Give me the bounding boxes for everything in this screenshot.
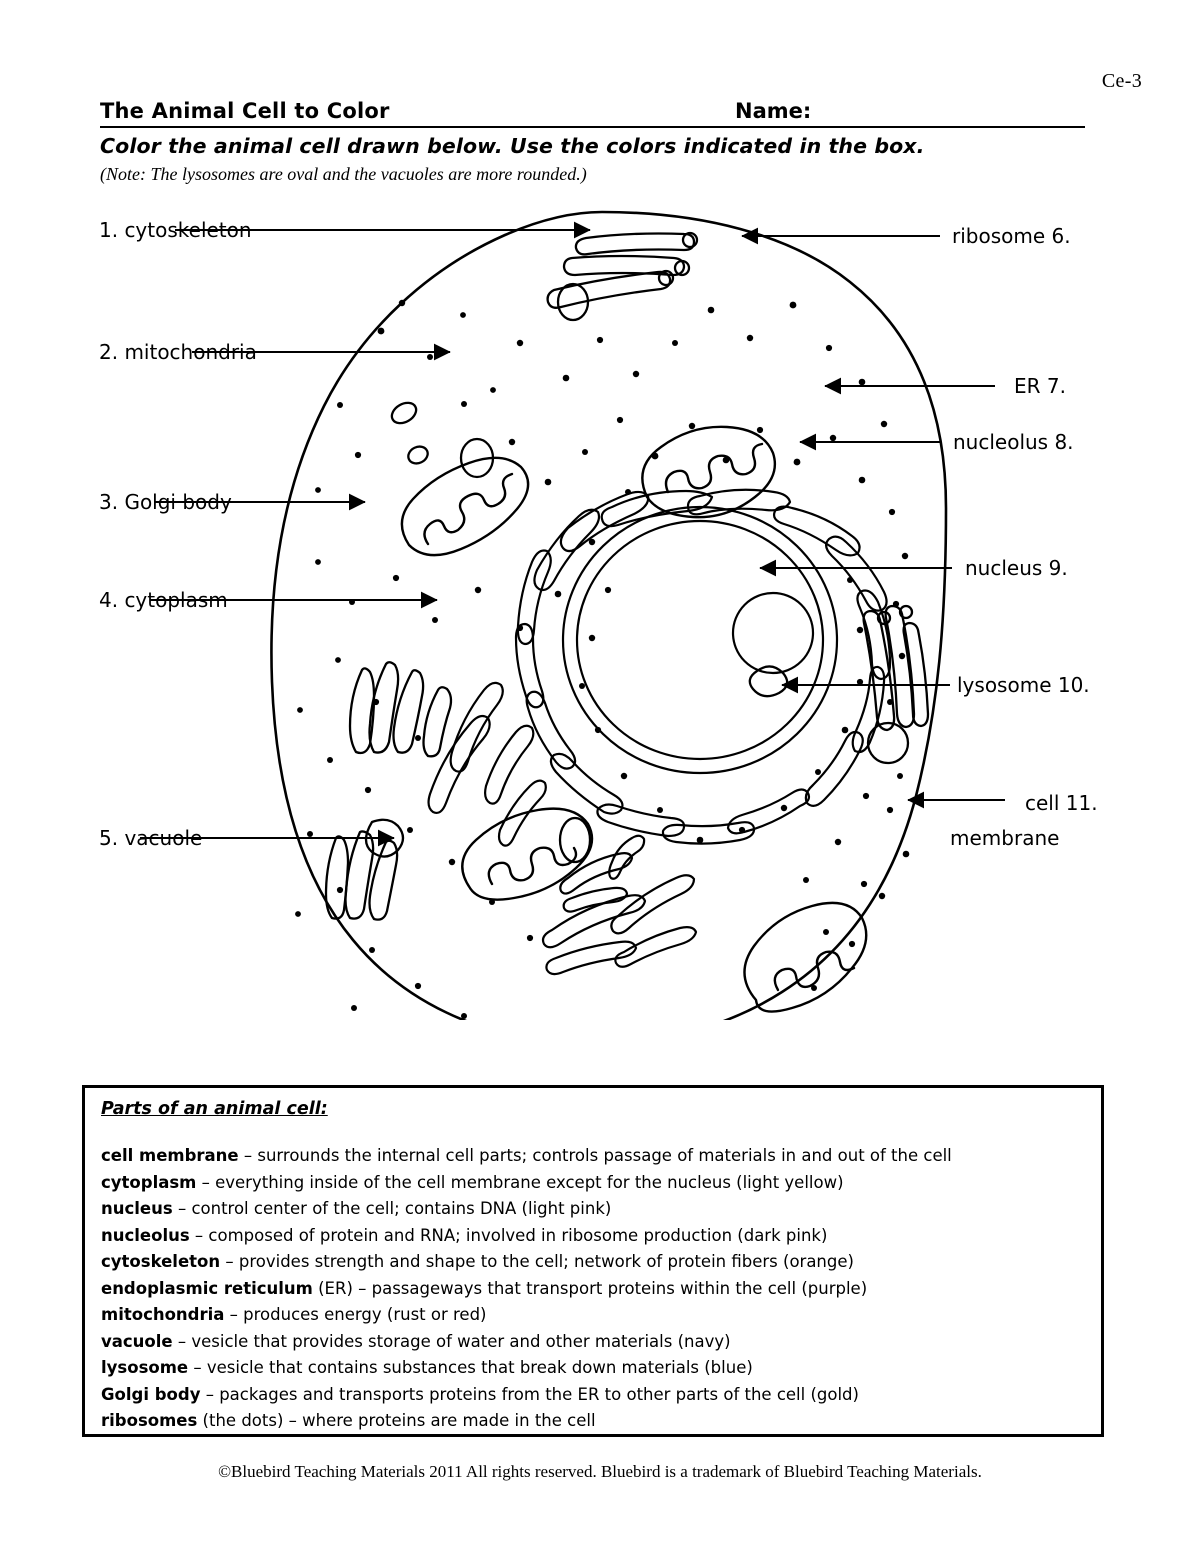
nucleus-envelope-outer [561,505,839,775]
vacuole [556,282,590,322]
legend-term: vacuole [101,1331,173,1351]
legend-term: nucleus [101,1199,173,1218]
legend-description: – vesicle that provides storage of water… [172,1331,731,1351]
page-code: Ce-3 [1101,70,1142,92]
parts-legend-box: Parts of an animal cell: cell membrane –… [82,1085,1104,1437]
label-nucleus: nucleus 9. [965,556,1068,580]
golgi-body [324,830,399,921]
label-cell-membrane-line2: membrane [950,826,1059,850]
cytoskeleton-fiber [862,604,930,732]
lysosome [390,401,418,425]
endoplasmic-reticulum [427,488,892,976]
cytoskeleton-fiber [546,231,699,309]
label-mitochondria: 2. mitochondria [99,340,257,364]
legend-entry: cell membrane – surrounds the internal c… [101,1143,1091,1170]
legend-entry: nucleolus – composed of protein and RNA;… [101,1223,1091,1250]
vacuole [558,816,592,864]
mitochondrion [743,901,868,1013]
ribosome-group [295,299,910,1019]
legend-entry: cytoskeleton – provides strength and sha… [101,1249,1091,1276]
vacuole-group [364,282,910,864]
legend-entry: vacuole – vesicle that provides storage … [101,1329,1091,1356]
name-write-in-rule [100,126,1085,128]
legend-entry: cytoplasm – everything inside of the cel… [101,1170,1091,1197]
legend-description: – composed of protein and RNA; involved … [189,1225,828,1245]
legend-entry: Golgi body – packages and transports pro… [101,1382,1091,1409]
legend-term: lysosome [101,1358,189,1377]
page-title: The Animal Cell to Color [100,99,390,123]
mitochondrion [461,807,594,901]
legend-description: (ER) – passageways that transport protei… [312,1278,868,1298]
mitochondrion [641,425,777,519]
nucleolus-shape [731,591,815,675]
legend-term: cell membrane [101,1146,239,1165]
legend-description: – control center of the cell; contains D… [172,1199,612,1218]
golgi-group [324,661,453,921]
vacuole [866,721,910,765]
legend-description: – surrounds the internal cell parts; con… [238,1146,952,1165]
legend-heading: Parts of an animal cell: [101,1099,328,1119]
legend-term: endoplasmic reticulum [101,1278,313,1298]
lysosome-group [390,401,789,698]
mitochondrion [400,456,530,557]
instruction-text: Color the animal cell drawn below. Use t… [100,134,925,158]
legend-entry: lysosome – vesicle that contains substan… [101,1355,1091,1382]
legend-description: – vesicle that contains substances that … [188,1358,753,1377]
label-er: ER 7. [1014,374,1066,398]
legend-term: nucleolus [101,1225,190,1245]
cytoskeleton-group [546,231,930,732]
legend-description: – produces energy (rust or red) [224,1305,487,1324]
vacuole [364,818,405,858]
copyright-footer: ©Bluebird Teaching Materials 2011 All ri… [218,1462,982,1481]
legend-description: (the dots) – where proteins are made in … [197,1411,596,1430]
label-golgi-body: 3. Golgi body [99,490,232,514]
legend-description: – everything inside of the cell membrane… [196,1172,844,1192]
label-cell-membrane-line1: cell 11. [1025,791,1098,815]
label-lysosome: lysosome 10. [957,673,1090,697]
legend-entry: ribosomes (the dots) – where proteins ar… [101,1408,1091,1435]
legend-term: cytoskeleton [101,1252,221,1271]
lysosome [748,665,789,698]
legend-description: – packages and transports proteins from … [200,1384,859,1404]
title-row: The Animal Cell to Color Name: [100,99,1085,129]
legend-term: ribosomes [101,1411,198,1430]
legend-entry: nucleus – control center of the cell; co… [101,1196,1091,1223]
nucleus-envelope-inner [575,519,825,761]
legend-description: – provides strength and shape to the cel… [220,1252,854,1271]
animal-cell-diagram: 1. cytoskeleton 2. mitochondria 3. Golgi… [0,190,1200,1020]
vacuole [459,437,495,479]
mitochondria-group [400,425,868,1013]
legend-term: Golgi body [101,1384,201,1404]
legend-entry: endoplasmic reticulum (ER) – passageways… [101,1276,1091,1303]
legend-term: cytoplasm [101,1172,197,1192]
vacuole [407,445,429,465]
label-nucleolus: nucleolus 8. [953,430,1074,454]
note-text: (Note: The lysosomes are oval and the va… [100,164,587,184]
legend-term: mitochondria [101,1305,225,1324]
golgi-body [348,661,453,758]
label-cytoplasm: 4. cytoplasm [99,588,228,612]
label-vacuole: 5. vacuole [99,826,202,850]
label-cytoskeleton: 1. cytoskeleton [99,218,252,242]
label-ribosome: ribosome 6. [952,224,1071,248]
name-label: Name: [735,99,812,123]
legend-entry-list: cell membrane – surrounds the internal c… [101,1143,1091,1435]
legend-entry: mitochondria – produces energy (rust or … [101,1302,1091,1329]
